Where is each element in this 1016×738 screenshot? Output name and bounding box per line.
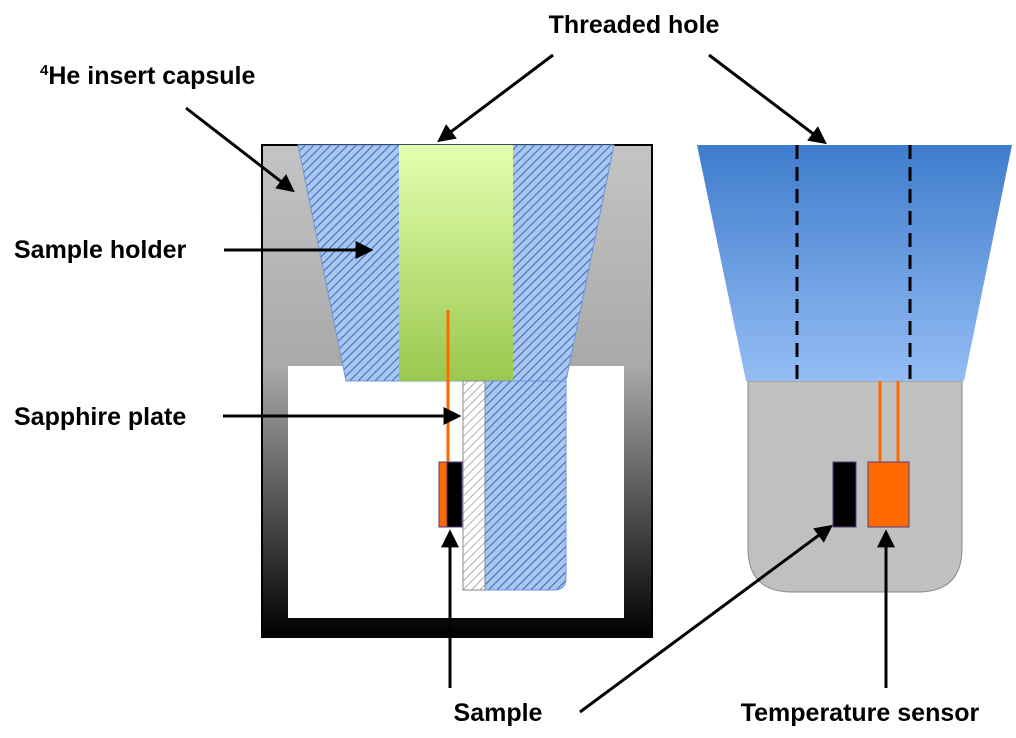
label-sample: Sample (454, 699, 543, 727)
temperature-sensor-block (867, 461, 910, 528)
threaded-insert (399, 145, 513, 381)
label-he-superscript: 4 (40, 62, 49, 79)
label-sapphire-plate: Sapphire plate (14, 403, 186, 431)
holder-top (697, 145, 1012, 381)
label-he-insert-capsule-text: He insert capsule (48, 62, 255, 90)
sample-block (446, 461, 463, 528)
sample-block-right (832, 461, 857, 528)
arrow-threaded-hole-left (437, 53, 554, 143)
right-external-view (697, 145, 1012, 593)
label-he-insert-capsule: 4He insert capsule (40, 62, 255, 90)
label-sample-holder: Sample holder (14, 236, 187, 264)
arrow-sample-right (579, 524, 833, 714)
label-threaded-hole: Threaded hole (549, 11, 720, 39)
sapphire-plate (462, 380, 486, 591)
arrows (185, 53, 895, 714)
left-cross-section (261, 144, 653, 638)
label-temperature-sensor: Temperature sensor (741, 699, 980, 727)
sample-holder-stem (484, 380, 567, 591)
arrow-threaded-hole-right (708, 53, 827, 145)
arrow-he-insert-capsule (185, 106, 295, 193)
